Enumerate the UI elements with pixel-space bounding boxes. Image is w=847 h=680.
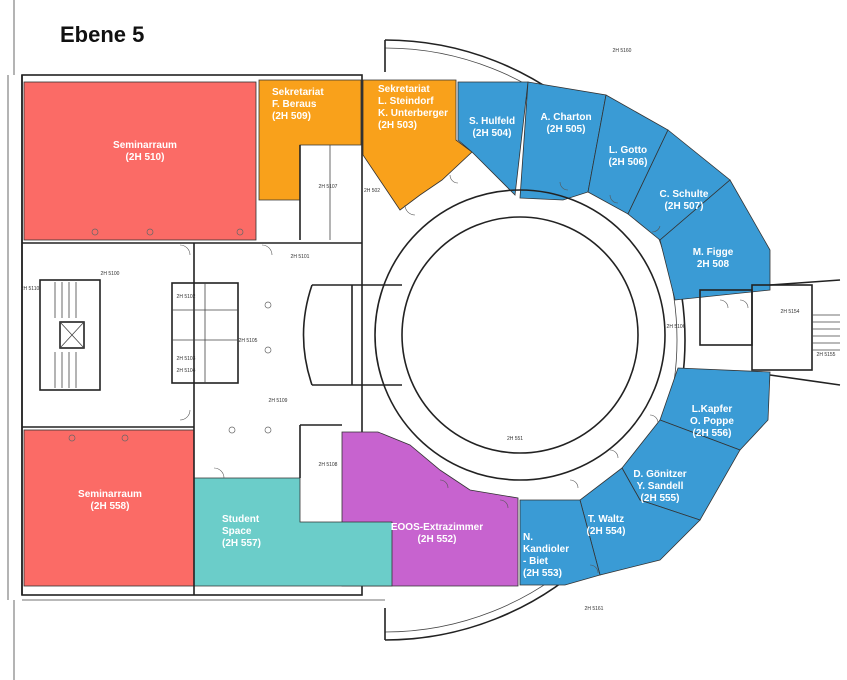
label-2h551: 2H 551 — [507, 436, 523, 442]
label-2h5107: 2H 5107 — [319, 184, 338, 190]
room-label-line: Student — [222, 514, 260, 525]
room-label-line: Seminarraum — [113, 140, 177, 151]
room-label-line: M. Figge — [693, 247, 734, 258]
room-label-line: C. Schulte — [660, 189, 709, 200]
room-label-line: Sekretariat — [378, 84, 430, 95]
label-2h5104: 2H 5104 — [177, 368, 196, 374]
atrium-outer-ring — [374, 189, 666, 481]
label-2h5102: 2H 5102 — [177, 294, 196, 300]
room-label-line: A. Charton — [540, 112, 591, 123]
label-2h5100: 2H 5100 — [101, 271, 120, 277]
room-label-504: S. Hulfeld(2H 504) — [469, 116, 515, 139]
room-2h553[interactable] — [519, 499, 601, 586]
room-label-line: S. Hulfeld — [469, 116, 515, 127]
label-2h502: 2H 502 — [364, 188, 380, 194]
label-2h5106: 2H 5106 — [667, 324, 686, 330]
label-2h5161: 2H 5161 — [585, 606, 604, 612]
room-2h505[interactable] — [519, 81, 607, 201]
room-label-line: (2H 506) — [609, 157, 648, 168]
room-2h504[interactable] — [457, 81, 529, 196]
room-label-506: L. Gotto(2H 506) — [609, 145, 648, 168]
room-label-510: Seminarraum(2H 510) — [113, 140, 177, 163]
room-label-line: Sekretariat — [272, 87, 324, 98]
room-label-line: (2H 503) — [378, 120, 417, 131]
room-label-line: (2H 554) — [587, 526, 626, 537]
room-label-line: (2H 552) — [418, 534, 457, 545]
room-label-line: (2H 556) — [693, 428, 732, 439]
room-label-line: (2H 557) — [222, 538, 261, 549]
label-2h5109: 2H 5109 — [269, 398, 288, 404]
label-2h5160: 2H 5160 — [613, 48, 632, 54]
room-label-line: Y. Sandell — [637, 481, 684, 492]
label-2h5101: 2H 5101 — [291, 254, 310, 260]
room-label-554: T. Waltz(2H 554) — [587, 514, 626, 537]
room-label-line: 2H 508 — [697, 259, 730, 270]
room-label-line: Seminarraum — [78, 489, 142, 500]
room-label-line: L.Kapfer — [692, 404, 733, 415]
label-2h5105: 2H 5105 — [239, 338, 258, 344]
room-label-552: EOOS-Extrazimmer(2H 552) — [391, 522, 483, 545]
room-2h510[interactable] — [23, 81, 257, 241]
room-2h509[interactable] — [258, 79, 362, 201]
room-label-line: EOOS-Extrazimmer — [391, 522, 483, 533]
label-2h5155: 2H 5155 — [817, 352, 836, 358]
room-label-line: (2H 509) — [272, 111, 311, 122]
label-2h5103: 2H 5103 — [177, 356, 196, 362]
room-label-line: L. Gotto — [609, 145, 647, 156]
atrium-bridge — [302, 284, 402, 386]
room-2h508[interactable] — [659, 179, 771, 301]
room-label-507: C. Schulte(2H 507) — [660, 189, 709, 212]
label-2h5154: 2H 5154 — [781, 309, 800, 315]
room-label-line: (2H 553) — [523, 568, 562, 579]
room-label-line: N. — [523, 532, 533, 543]
room-label-line: T. Waltz — [588, 514, 624, 525]
room-2h558[interactable] — [23, 429, 195, 587]
room-2h556[interactable] — [659, 367, 771, 451]
room-label-line: L. Steindorf — [378, 96, 434, 107]
room-label-line: (2H 504) — [473, 128, 512, 139]
room-2h503[interactable] — [362, 79, 473, 211]
room-label-line: Kandioler — [523, 544, 569, 555]
room-label-line: F. Beraus — [272, 99, 317, 110]
outer-balcony-arc — [384, 39, 686, 641]
room-label-505: A. Charton(2H 505) — [540, 112, 591, 135]
room-label-line: (2H 558) — [91, 501, 130, 512]
label-2h5108: 2H 5108 — [319, 462, 338, 468]
room-label-line: K. Unterberger — [378, 108, 448, 119]
room-label-line: (2H 505) — [547, 124, 586, 135]
atrium — [401, 216, 639, 454]
label-2h5110: 2H 5110 — [21, 286, 40, 292]
room-label-line: (2H 507) — [665, 201, 704, 212]
room-label-line: O. Poppe — [690, 416, 734, 427]
room-label-line: D. Gönitzer — [633, 469, 686, 480]
room-label-line: Space — [222, 526, 252, 537]
room-label-553: N.Kandioler- Biet(2H 553) — [523, 532, 569, 579]
room-label-558: Seminarraum(2H 558) — [78, 489, 142, 512]
room-label-line: (2H 510) — [126, 152, 165, 163]
room-label-line: (2H 555) — [641, 493, 680, 504]
room-label-line: - Biet — [523, 556, 549, 567]
floor-title: Ebene 5 — [60, 22, 144, 47]
